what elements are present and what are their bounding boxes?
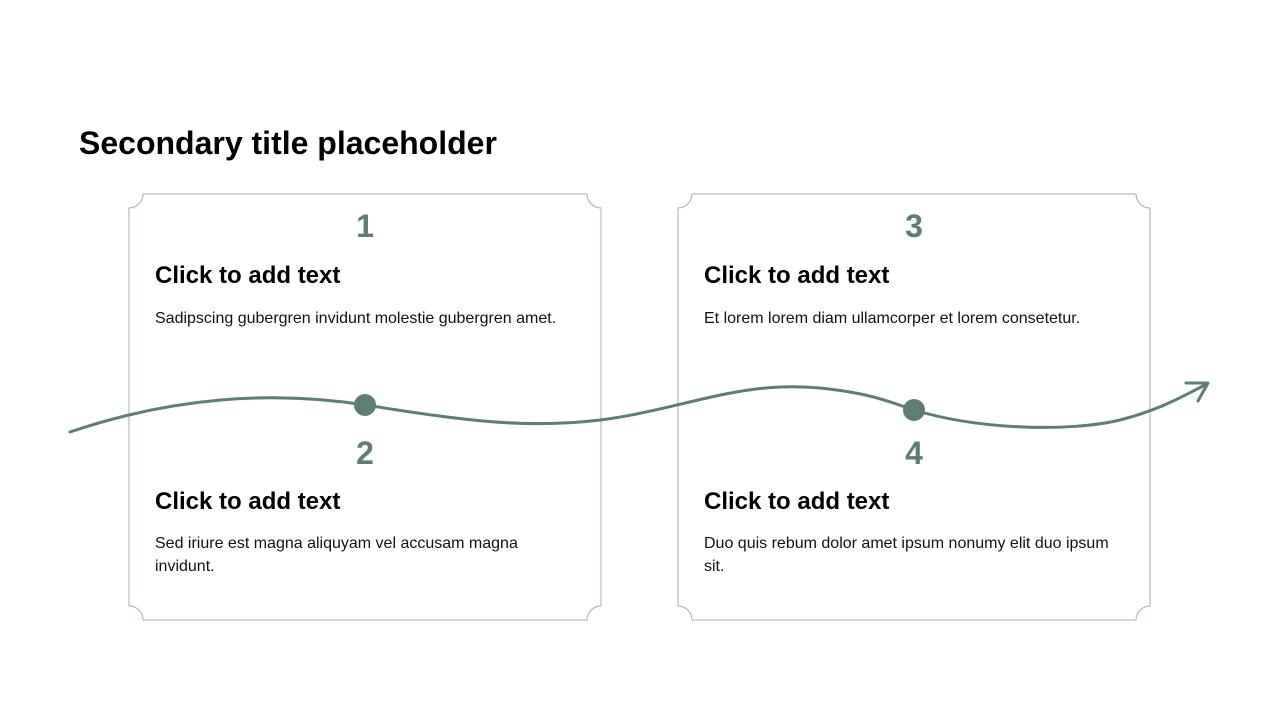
step-number-2: 2 [356,435,374,471]
item-body-4[interactable]: Duo quis rebum dolor amet ipsum nonumy e… [704,535,1109,575]
card-frame-left [128,193,602,621]
timeline-arrowhead-icon [1184,381,1210,403]
item-heading-4[interactable]: Click to add text [704,488,890,515]
item-heading-3[interactable]: Click to add text [704,262,890,289]
item-heading-2[interactable]: Click to add text [155,488,341,515]
item-body-1[interactable]: Sadipscing gubergren invidunt molestie g… [155,310,557,327]
step-number-4: 4 [905,435,923,471]
page-title[interactable]: Secondary title placeholder [79,125,497,161]
item-body-3[interactable]: Et lorem lorem diam ullamcorper et lorem… [704,310,1081,327]
timeline-wave [68,382,1209,434]
item-body-2[interactable]: Sed iriure est magna aliquyam vel accusa… [155,535,518,575]
step-number-3: 3 [905,208,923,244]
card-frame-right [677,193,1151,621]
milestone-marker-2 [903,399,925,421]
step-number-1: 1 [356,208,374,244]
milestone-marker-1 [354,394,376,416]
item-heading-1[interactable]: Click to add text [155,262,341,289]
